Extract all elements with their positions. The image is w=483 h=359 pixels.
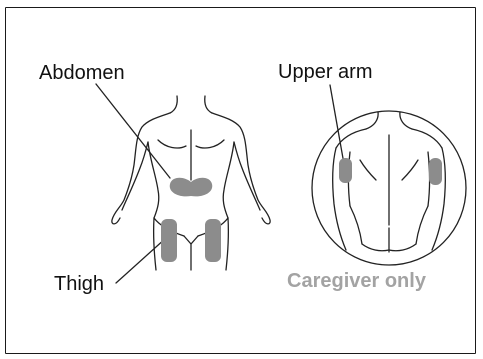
thigh-label: Thigh: [54, 274, 104, 294]
right-upper-arm-injection-area: [429, 158, 442, 185]
caregiver-only-label: Caregiver only: [287, 271, 426, 291]
thigh-leader-line: [116, 238, 166, 283]
upper-arm-label: Upper arm: [278, 62, 372, 82]
left-upper-arm-injection-area: [339, 158, 352, 183]
left-thigh-injection-area: [161, 219, 177, 262]
abdomen-leader-line: [96, 84, 170, 178]
back-view-inset: [312, 111, 466, 265]
upper-arm-leader-line: [330, 85, 344, 164]
right-thigh-injection-area: [205, 219, 221, 262]
abdomen-label: Abdomen: [39, 63, 125, 83]
